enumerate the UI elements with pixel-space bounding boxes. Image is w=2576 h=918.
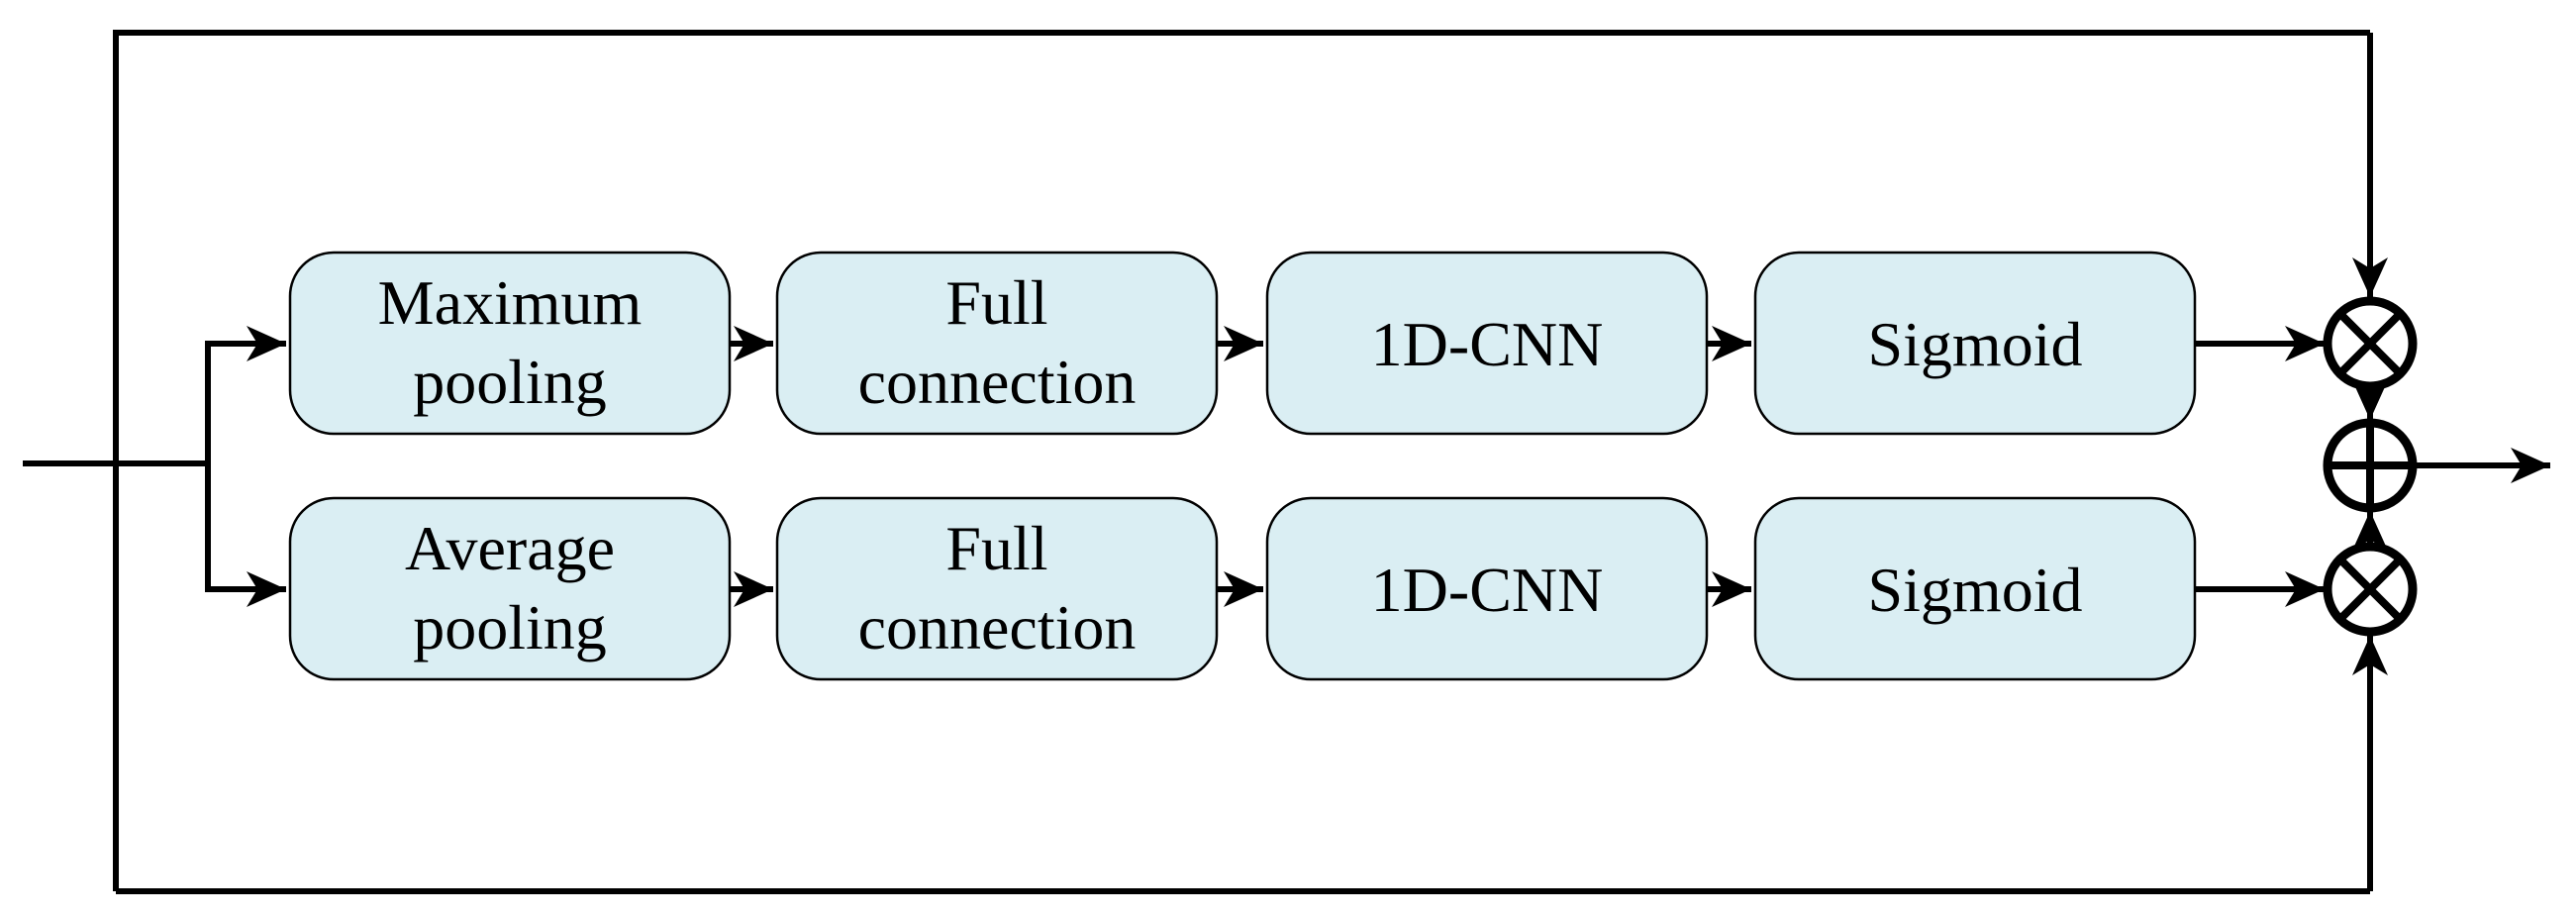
maximum-pooling-box: Maximum pooling bbox=[288, 251, 732, 436]
one-d-cnn-bottom-label: 1D-CNN bbox=[1371, 555, 1604, 625]
full-connection-bottom-label-line1: Full bbox=[945, 513, 1047, 583]
sigmoid-top-label: Sigmoid bbox=[1868, 309, 2083, 379]
multiply-bottom-diagonal-2 bbox=[2338, 558, 2402, 621]
average-pooling-box: Average pooling bbox=[288, 496, 732, 681]
add-icon bbox=[2323, 418, 2418, 513]
maximum-pooling-label-line1: Maximum bbox=[378, 267, 643, 338]
sigmoid-top-box: Sigmoid bbox=[1753, 251, 2197, 436]
full-connection-top-label-line1: Full bbox=[945, 267, 1047, 338]
average-pooling-label-line1: Average bbox=[405, 513, 615, 583]
one-d-cnn-top-label: 1D-CNN bbox=[1371, 309, 1604, 379]
full-connection-bottom-label-line2: connection bbox=[858, 592, 1137, 663]
sigmoid-bottom-box: Sigmoid bbox=[1753, 496, 2197, 681]
outer-frame-top-left-border bbox=[113, 30, 2370, 891]
multiply-icon-top bbox=[2323, 296, 2418, 391]
maximum-pooling-label-line2: pooling bbox=[413, 347, 607, 417]
one-d-cnn-bottom-box: 1D-CNN bbox=[1265, 496, 1709, 681]
full-connection-bottom-box: Full connection bbox=[775, 496, 1219, 681]
one-d-cnn-top-box: 1D-CNN bbox=[1265, 251, 1709, 436]
full-connection-top-label-line2: connection bbox=[858, 347, 1137, 417]
multiply-icon-bottom bbox=[2323, 542, 2418, 637]
average-pooling-label-line2: pooling bbox=[413, 592, 607, 663]
multiply-top-diagonal-2 bbox=[2338, 312, 2402, 375]
full-connection-top-box: Full connection bbox=[775, 251, 1219, 436]
sigmoid-bottom-label: Sigmoid bbox=[1868, 555, 2083, 625]
